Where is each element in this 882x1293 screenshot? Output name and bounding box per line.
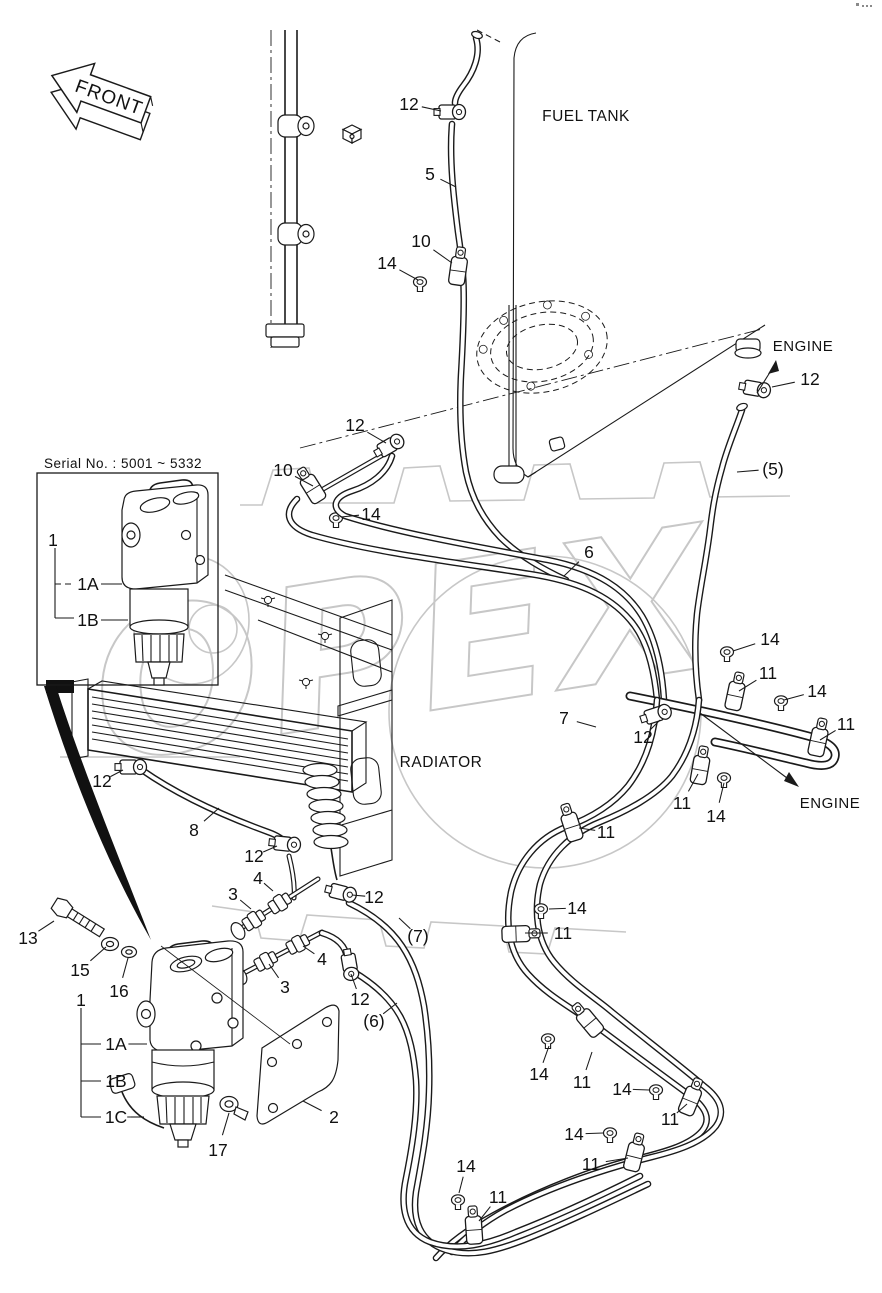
callout-1B: 1B	[77, 610, 98, 630]
callout-12: 12	[350, 989, 369, 1009]
fuel-hose-5	[412, 30, 567, 580]
callout-1: 1	[48, 530, 58, 550]
callout-7: 7	[559, 708, 569, 728]
callout-labels: 12510141210146(5)12141114117121114111411…	[18, 94, 855, 1207]
callout-1B: 1B	[105, 1071, 126, 1091]
callout-12: 12	[92, 771, 111, 791]
callout-12: 12	[800, 369, 819, 389]
callout-11: 11	[573, 1072, 591, 1092]
frame-tube	[265, 30, 363, 348]
callout-11: 11	[759, 663, 777, 683]
callout-14: 14	[760, 629, 780, 649]
engine-pipe-cluster	[436, 646, 835, 1258]
loose-nut	[341, 124, 363, 144]
callout-11: 11	[661, 1109, 679, 1129]
callout-5: 5	[425, 164, 435, 184]
callout-14: 14	[564, 1124, 584, 1144]
front-arrow: FRONT	[49, 62, 154, 141]
callout-15: 15	[70, 960, 89, 980]
callout-16: 16	[109, 981, 128, 1001]
callout-4: 4	[253, 868, 263, 888]
callout-11: 11	[489, 1187, 507, 1207]
serial-box	[36, 472, 219, 686]
callout-11: 11	[582, 1154, 600, 1174]
plug-17	[219, 1095, 249, 1121]
washer-16	[120, 945, 138, 959]
callout-1A: 1A	[105, 1034, 127, 1054]
callout-8: 8	[189, 820, 199, 840]
fuel-hose-5-right	[695, 360, 779, 700]
mounting-bracket-plate	[256, 1004, 340, 1125]
label-radiator: RADIATOR	[400, 754, 483, 771]
callout-12: 12	[633, 727, 652, 747]
callout-14: 14	[361, 504, 381, 524]
label-fuel-tank: FUEL TANK	[542, 108, 630, 125]
tank-foot	[734, 338, 762, 359]
callout-12: 12	[399, 94, 418, 114]
label-engine-lower: ENGINE	[800, 795, 861, 812]
serial-box-filter	[121, 479, 209, 686]
callout-10: 10	[273, 460, 293, 480]
corner-marks	[856, 3, 872, 7]
tube-clamp-lower	[277, 222, 315, 246]
callout-14: 14	[612, 1079, 632, 1099]
callout-1C: 1C	[105, 1107, 127, 1127]
callout-6: 6	[584, 542, 594, 562]
callout-2: 2	[329, 1107, 339, 1127]
mid-pipe-bracket	[292, 431, 408, 529]
callout-12: 12	[345, 415, 364, 435]
callout-3: 3	[280, 977, 290, 997]
bolt-13	[50, 897, 106, 938]
tube-clamp-upper	[277, 114, 315, 138]
callout-1: 1	[76, 990, 86, 1010]
callout-11: 11	[597, 822, 615, 842]
callout-1A: 1A	[77, 574, 99, 594]
fuel-filter-assembly	[108, 940, 244, 1148]
serial-box-bracket-lines	[54, 548, 128, 621]
fuel-sender-flange	[476, 300, 608, 394]
label-engine-upper: ENGINE	[773, 338, 834, 355]
callout-14: 14	[377, 253, 397, 273]
callout-11: 11	[673, 793, 691, 813]
callout-6: (6)	[363, 1011, 384, 1031]
callout-14: 14	[807, 681, 827, 701]
callout-3: 3	[228, 884, 238, 904]
area-labels: FUEL TANK ENGINE RADIATOR ENGINE Serial No. …	[44, 108, 860, 812]
callout-13: 13	[18, 928, 37, 948]
radiator	[71, 678, 368, 881]
callout-14: 14	[706, 806, 726, 826]
fuel-tank-outline	[299, 29, 766, 484]
callout-12: 12	[244, 846, 263, 866]
label-serial-note: Serial No. : 5001 ~ 5332	[44, 456, 202, 471]
callout-10: 10	[411, 231, 431, 251]
callout-14: 14	[529, 1064, 549, 1084]
callout-4: 4	[317, 949, 327, 969]
callout-17: 17	[208, 1140, 227, 1160]
callout-5: (5)	[762, 459, 783, 479]
callout-11: 11	[837, 714, 855, 734]
radiator-bellows	[302, 762, 349, 881]
black-swoosh	[44, 680, 151, 940]
callout-14: 14	[456, 1156, 476, 1176]
callout-12: 12	[364, 887, 383, 907]
callout-14: 14	[567, 898, 587, 918]
callout-11: 11	[554, 923, 572, 943]
callout-7: (7)	[407, 926, 428, 946]
leader-lines	[38, 106, 836, 1222]
water-sensor-connector	[108, 1073, 165, 1129]
